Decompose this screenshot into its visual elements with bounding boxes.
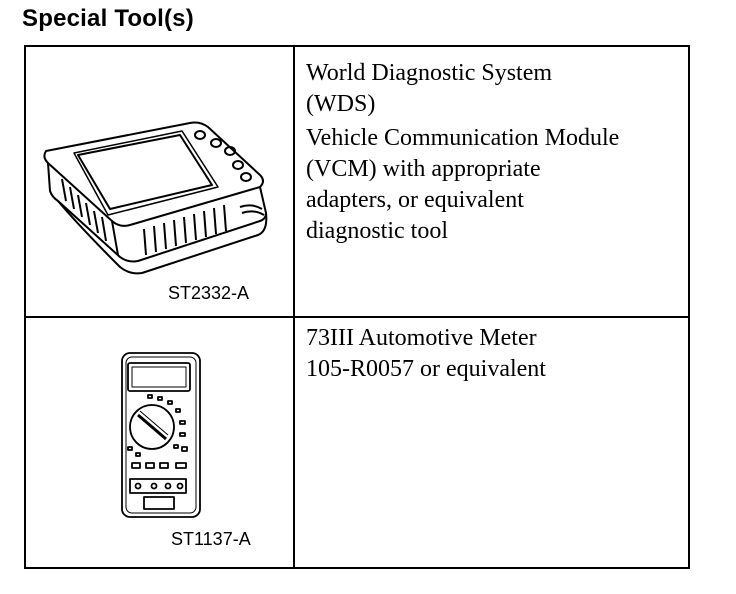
tool-description: World Diagnostic System (WDS) Vehicle Co… — [306, 58, 619, 247]
special-tools-table: ST2332-A World Diagnostic System (WDS) V… — [24, 45, 690, 569]
tool-code-caption: ST1137-A — [171, 529, 251, 549]
description-line: Vehicle Communication Module — [306, 125, 620, 151]
description-line: (VCM) with appropriate — [306, 156, 541, 182]
column-divider — [293, 47, 295, 567]
row-divider — [26, 316, 688, 318]
description-line: 73III Automotive Meter — [306, 325, 537, 351]
description-line: adapters, or equivalent — [306, 187, 524, 213]
description-line: (WDS) — [306, 91, 376, 117]
description-line: 105-R0057 or equivalent — [306, 356, 546, 382]
section-heading: Special Tool(s) — [22, 5, 194, 32]
tool-description: 73III Automotive Meter 105-R0057 or equi… — [306, 323, 546, 385]
tool-code-caption: ST2332-A — [168, 283, 250, 303]
description-line: World Diagnostic System — [306, 60, 553, 86]
description-line: diagnostic tool — [306, 218, 448, 244]
diagnostic-tablet-icon — [43, 121, 268, 275]
multimeter-icon — [121, 352, 201, 518]
